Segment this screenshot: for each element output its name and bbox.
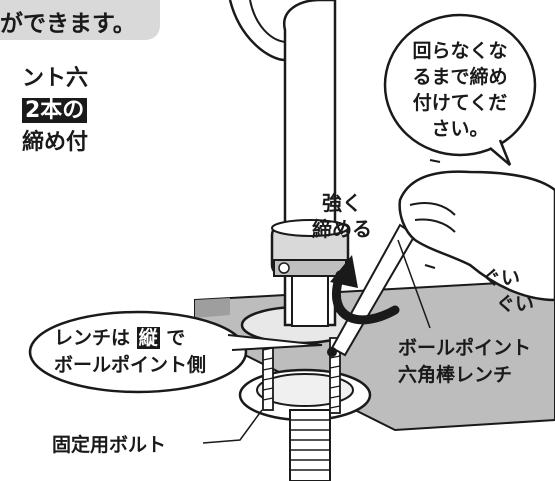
wrench-callout-prefix: レンチは — [54, 327, 131, 349]
wrench-callout-box: 縦 — [136, 327, 160, 349]
wrench-callout-text: レンチは 縦 で ボールポイント側 — [54, 325, 206, 379]
rotation-arrow — [330, 255, 400, 325]
guigui-label: ぐい ぐい — [482, 265, 534, 317]
tighten-label-line-2: 締める — [312, 217, 372, 241]
ball-point-line-2: 六角棒レンチ — [398, 364, 513, 386]
speech-bubble-line-3: 付けてくだ — [412, 92, 508, 114]
leader-lines — [202, 239, 431, 444]
wrench-callout-shape — [28, 310, 323, 394]
ball-point-line-1: ボールポイント — [398, 337, 532, 359]
tighten-label-line-1: 強く — [322, 191, 362, 215]
fixing-bolt-left — [262, 339, 274, 411]
side-text-highlight: 2本の — [22, 98, 88, 123]
speech-bubble-line-4: さい。 — [431, 118, 489, 140]
wrench-callout-line-2: ボールポイント側 — [54, 354, 207, 376]
ball-point-label: ボールポイント 六角棒レンチ — [398, 335, 531, 389]
guigui-line-2: ぐい — [496, 293, 535, 315]
side-text-line-3: 締め付 — [22, 130, 89, 155]
threaded-pipe — [289, 409, 331, 481]
speech-bubble-line-1: 回らなくな — [412, 40, 508, 62]
tighten-label: 強く 締める — [312, 190, 372, 242]
side-text-line-2: 2本の — [22, 92, 88, 124]
speech-bubble-shape — [383, 13, 537, 166]
hand — [398, 159, 555, 302]
instruction-banner: ができます。 — [0, 0, 160, 40]
speech-bubble-line-2: るまで締め — [412, 66, 508, 88]
wrench-callout-suffix: で — [166, 327, 186, 349]
speech-bubble-text: 回らなくな るまで締め 付けてくだ さい。 — [400, 38, 520, 142]
wrench-callout-line-1: レンチは 縦 で — [54, 325, 206, 352]
side-text-line-1: ント六 — [22, 66, 89, 91]
guigui-line-1: ぐい — [482, 267, 521, 289]
bolt-label: 固定用ボルト — [52, 434, 167, 456]
faucet-body — [228, 0, 350, 327]
banner-text: ができます。 — [0, 11, 136, 37]
